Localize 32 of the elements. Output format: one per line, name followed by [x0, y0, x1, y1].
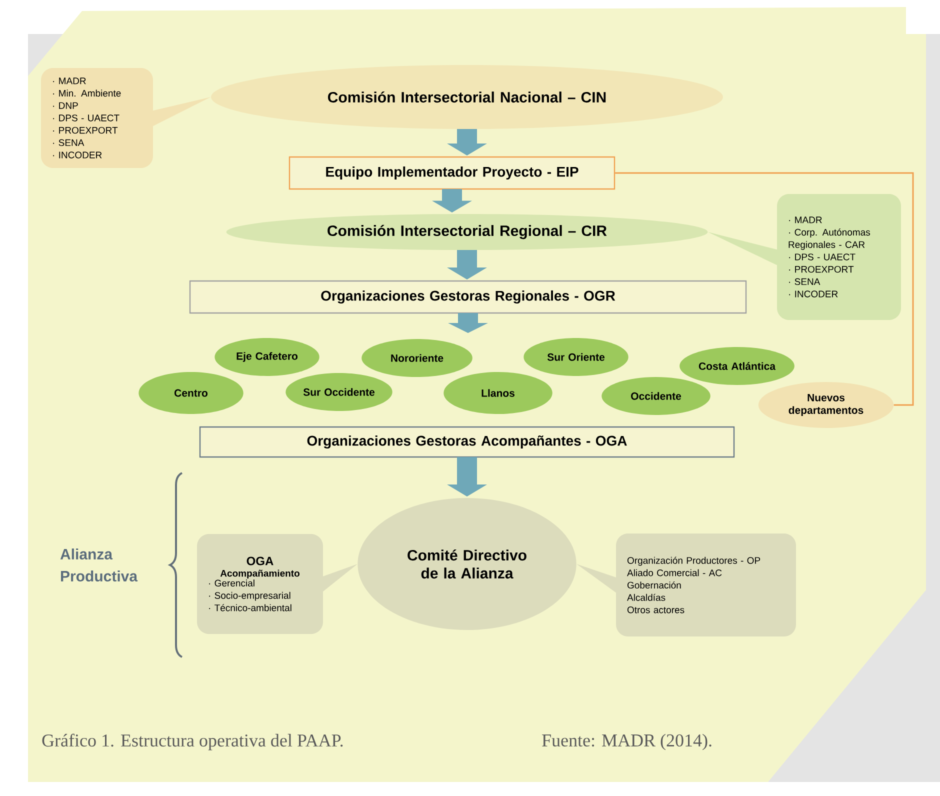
ellipse-node: Nuevos departamentos: [758, 382, 894, 428]
process-box: Equipo Implementador Proyecto - EIP: [288, 156, 616, 190]
ellipse-node: Nororiente: [362, 339, 472, 377]
block-arrow: [447, 250, 487, 280]
block-arrow: [447, 457, 487, 496]
process-box: Organizaciones Gestoras Regionales - OGR: [189, 280, 747, 314]
ellipse-node: Occidente: [602, 377, 710, 415]
block-arrow: [432, 189, 472, 212]
callout-tail: [321, 564, 358, 593]
ellipse-node: Costa Atlántica: [680, 347, 794, 385]
block-arrow: [447, 129, 487, 156]
source-note: Fuente: MADR (2014).: [542, 734, 712, 750]
ellipse-node: Sur Oriente: [524, 338, 628, 376]
ellipse-node: Comisión Intersectorial Regional – CIR: [226, 214, 708, 250]
connector-line: [615, 172, 914, 406]
callout-tail: [151, 97, 211, 127]
ellipse-node: Centro: [138, 372, 244, 414]
callout-box: · MADR · Corp. Autónomas Regionales - CAR · DPS - UAECT · PROEXPORT · SENA · INCODER: [777, 194, 901, 320]
callout-box: Organización Productores - OP Aliado Comercial - AC Gobernación Alcaldías Otros actores: [616, 534, 796, 636]
ellipse-node: Llanos: [444, 372, 552, 414]
ellipse-node: Comité Directivo de la Alianza: [358, 498, 576, 630]
callout-tail: [708, 232, 779, 266]
ellipse-node: Sur Occidente: [286, 373, 392, 411]
callout-box: · MADR · Min. Ambiente · DNP · DPS - UAECT · PROEXPORT · SENA · INCODER: [41, 68, 153, 168]
caption: Gráfico 1. Estructura operativa del PAAP.: [42, 734, 343, 750]
block-arrow: [448, 313, 488, 333]
ellipse-node: Comisión Intersectorial Nacional – CIN: [211, 65, 723, 129]
ellipse-node: Eje Cafetero: [214, 338, 320, 376]
callout-tail: [576, 564, 618, 594]
group-label: Alianza Productiva: [60, 548, 138, 582]
process-box: Organizaciones Gestoras Acompañantes - OGA: [199, 426, 735, 458]
callout-box: OGA Acompañamiento · Gerencial · Socio-empresarial · Técnico-ambiental: [197, 534, 323, 634]
